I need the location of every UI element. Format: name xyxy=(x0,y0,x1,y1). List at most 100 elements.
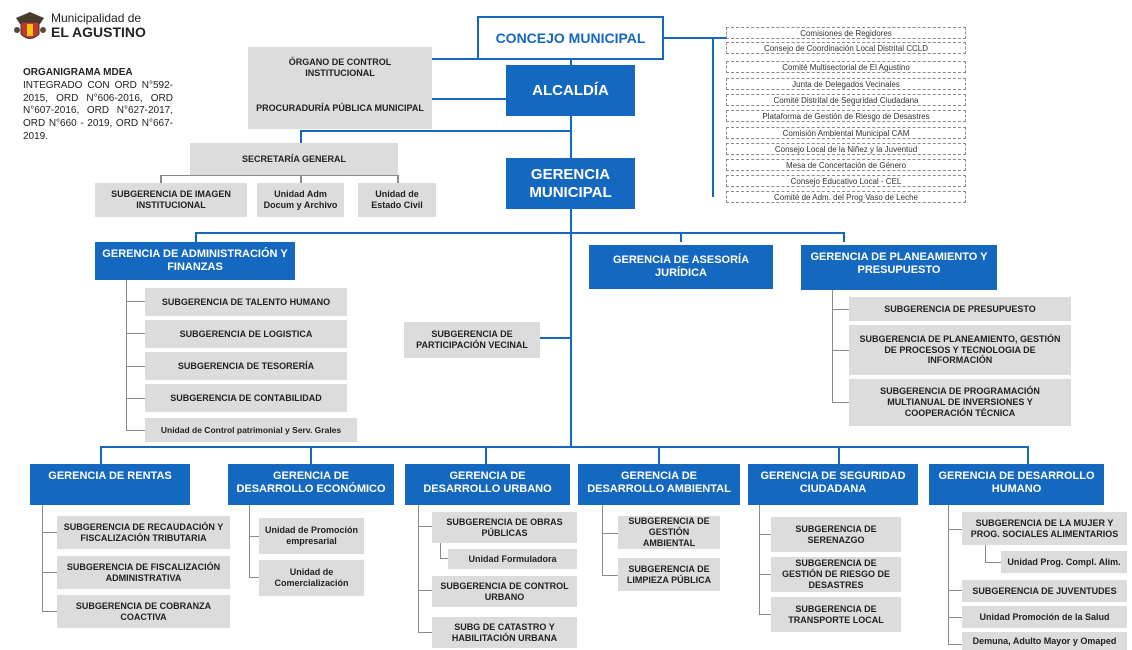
promocion-salud-box: Unidad Promoción de la Salud xyxy=(962,606,1127,628)
ordinance-description: INTEGRADO CON ORD N°592-2015, ORD N°606-… xyxy=(23,79,173,142)
riesgo-desastres-box: SUBGERENCIA DE GESTIÓN DE RIESGO DE DESA… xyxy=(771,557,901,592)
gerencia-municipal-box: GERENCIA MUNICIPAL xyxy=(506,158,635,209)
rentas-sub-link xyxy=(42,572,57,573)
commission-item: Comité Multisectorial de El Agustino xyxy=(726,61,966,73)
urbano-subs-spine xyxy=(418,505,419,633)
serenazgo-box: SUBGERENCIA DE SERENAZGO xyxy=(771,517,901,552)
commission-item: Comisiones de Regidores xyxy=(726,27,966,39)
prog-compl-link xyxy=(985,562,1001,563)
unidad-formuladora-box: Unidad Formuladora xyxy=(448,549,577,569)
gerencia-humano-box: GERENCIA DE DESARROLLO HUMANO xyxy=(929,464,1104,505)
gerencia-asesoria-box: GERENCIA DE ASESORÍA JURÍDICA xyxy=(589,245,773,289)
urbano-sub-link xyxy=(418,590,432,591)
gestion-ambiental-box: SUBGERENCIA DE GESTIÓN AMBIENTAL xyxy=(618,516,720,549)
commission-item: Consejo Local de la Niñez y la Juventud xyxy=(726,143,966,155)
control-patrimonial-box: Unidad de Control patrimonial y Serv. Gr… xyxy=(145,418,357,442)
admin-sub-link xyxy=(126,366,145,367)
planeamiento-gestion-box: SUBGERENCIA DE PLANEAMIENTO, GESTIÓN DE … xyxy=(849,325,1071,375)
rentas-sub-link xyxy=(42,611,57,612)
participacion-link-line xyxy=(540,337,570,339)
control-link-line xyxy=(432,58,508,60)
formuladora-link xyxy=(440,558,448,559)
alcaldia-box: ALCALDÍA xyxy=(506,65,635,116)
economico-drop-line xyxy=(310,446,312,464)
humano-subs-spine xyxy=(948,505,949,645)
logo-line2: EL AGUSTINO xyxy=(51,24,146,41)
limpieza-publica-box: SUBGERENCIA DE LIMPIEZA PÚBLICA xyxy=(618,558,720,591)
logistica-box: SUBGERENCIA DE LOGISTICA xyxy=(145,320,347,348)
catastro-box: SUBG DE CATASTRO Y HABILITACIÓN URBANA xyxy=(432,617,577,648)
chart-intro: ORGANIGRAMA MDEA INTEGRADO CON ORD N°592… xyxy=(23,67,173,144)
gerencia-economico-box: GERENCIA DE DESARROLLO ECONÓMICO xyxy=(228,464,394,505)
plan-subs-spine xyxy=(832,290,833,402)
gerencia-administracion-box: GERENCIA DE ADMINISTRACIÓN Y FINANZAS xyxy=(95,242,295,280)
archivo-link-line xyxy=(300,175,302,183)
gerencia-ambiental-box: GERENCIA DE DESARROLLO AMBIENTAL xyxy=(578,464,740,505)
gerencia-planeamiento-box: GERENCIA DE PLANEAMIENTO Y PRESUPUESTO xyxy=(801,245,997,290)
rentas-subs-spine xyxy=(42,505,43,612)
seguridad-drop-line xyxy=(838,446,840,464)
commissions-link-line xyxy=(660,37,726,39)
middle-branch-line xyxy=(195,232,845,234)
cobranza-coactiva-box: SUBGERENCIA DE COBRANZA COACTIVA xyxy=(57,595,230,628)
admin-sub-link xyxy=(126,430,145,431)
humano-sub-link xyxy=(948,529,962,530)
logo-line1: Municipalidad de xyxy=(51,11,142,25)
planeamiento-drop-line xyxy=(843,232,845,242)
transporte-local-box: SUBGERENCIA DE TRANSPORTE LOCAL xyxy=(771,597,901,632)
commission-item: Plataforma de Gestión de Riesgo de Desas… xyxy=(726,110,966,122)
talento-humano-box: SUBGERENCIA DE TALENTO HUMANO xyxy=(145,288,347,316)
secretaria-drop-line xyxy=(300,130,302,145)
contabilidad-box: SUBGERENCIA DE CONTABILIDAD xyxy=(145,384,347,412)
gerencia-urbano-box: GERENCIA DE DESARROLLO URBANO xyxy=(405,464,570,505)
commission-item: Mesa de Concertación de Género xyxy=(726,159,966,171)
secretaria-general-box: SECRETARÍA GENERAL xyxy=(190,143,398,175)
prog-compl-spine xyxy=(985,545,986,563)
promocion-empresarial-box: Unidad de Promoción empresarial xyxy=(259,518,364,554)
humano-sub-link xyxy=(948,617,962,618)
plan-sub-link xyxy=(832,402,849,403)
procuraduria-box: PROCURADURÍA PÚBLICA MUNICIPAL xyxy=(248,88,432,129)
presupuesto-box: SUBGERENCIA DE PRESUPUESTO xyxy=(849,297,1071,321)
tesoreria-box: SUBGERENCIA DE TESORERÍA xyxy=(145,352,347,380)
admin-drop-line xyxy=(195,232,197,242)
ambiental-sub-link xyxy=(602,533,618,534)
imagen-institucional-box: SUBGERENCIA DE IMAGEN INSTITUCIONAL xyxy=(95,183,247,217)
estado-civil-link-line xyxy=(397,175,399,183)
participacion-vecinal-box: SUBGERENCIA DE PARTICIPACIÓN VECINAL xyxy=(404,322,540,358)
humano-drop-line xyxy=(1027,446,1029,464)
comercializacion-box: Unidad de Comercialización xyxy=(259,560,364,596)
admin-subs-spine xyxy=(126,280,127,431)
admin-sub-link xyxy=(126,398,145,399)
formuladora-spine xyxy=(440,543,441,559)
demuna-box: Demuna, Adulto Mayor y Omaped xyxy=(962,632,1127,650)
urbano-sub-link xyxy=(418,526,432,527)
gerencia-seguridad-box: GERENCIA DE SEGURIDAD CIUDADANA xyxy=(748,464,918,505)
secretaria-children-line xyxy=(160,175,398,176)
municipality-logo: Municipalidad de EL AGUSTINO xyxy=(51,11,146,41)
economico-sub-link xyxy=(249,577,259,578)
urbano-sub-link xyxy=(418,632,432,633)
estado-civil-unit-box: Unidad de Estado Civil xyxy=(358,183,436,217)
plan-sub-link xyxy=(832,350,849,351)
juventudes-box: SUBGERENCIA DE JUVENTUDES xyxy=(962,580,1127,602)
commission-item: Comisión Ambiental Municipal CAM xyxy=(726,127,966,139)
main-trunk-line xyxy=(570,48,572,448)
organo-control-box: ÓRGANO DE CONTROL INSTITUCIONAL xyxy=(248,47,432,88)
admin-sub-link xyxy=(126,333,145,334)
gerencia-rentas-box: GERENCIA DE RENTAS xyxy=(30,464,190,505)
commissions-spine-line xyxy=(712,37,714,197)
programacion-multianual-box: SUBGERENCIA DE PROGRAMACIÓN MULTIANUAL D… xyxy=(849,379,1071,426)
prog-compl-alim-box: Unidad Prog. Compl. Alim. xyxy=(1001,551,1127,573)
fiscalizacion-administrativa-box: SUBGERENCIA DE FISCALIZACIÓN ADMINISTRAT… xyxy=(57,556,230,589)
plan-sub-link xyxy=(832,309,849,310)
humano-sub-link xyxy=(948,644,962,645)
mujer-programas-box: SUBGERENCIA DE LA MUJER Y PROG. SOCIALES… xyxy=(962,512,1127,545)
seguridad-sub-link xyxy=(759,534,771,535)
rentas-sub-link xyxy=(42,532,57,533)
commission-item: Junta de Delegados Vecinales xyxy=(726,78,966,90)
seguridad-subs-spine xyxy=(759,505,760,615)
ambiental-subs-spine xyxy=(602,505,603,576)
economico-sub-link xyxy=(249,536,259,537)
